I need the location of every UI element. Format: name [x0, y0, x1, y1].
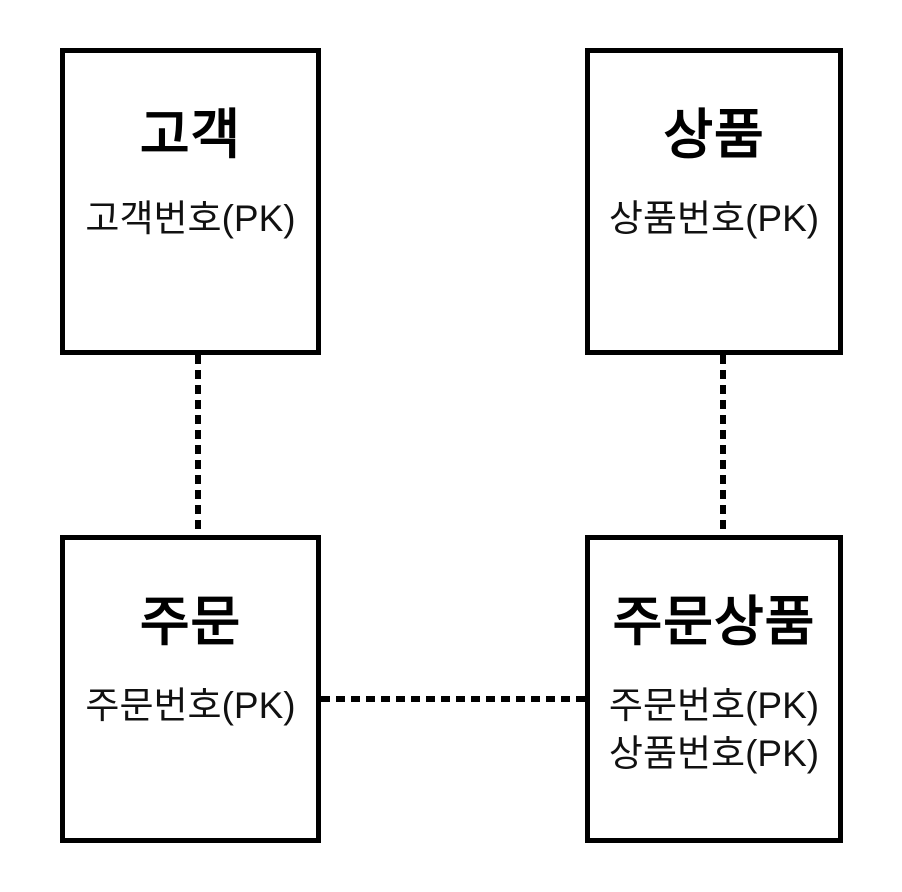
entity-product-title: 상품 — [663, 105, 765, 165]
entity-product: 상품 상품번호(PK) — [585, 48, 843, 355]
attribute-pk: 상품번호(PK) — [608, 198, 820, 239]
connector-customer-order-dashed-line — [195, 355, 201, 535]
entity-product-attributes: 상품번호(PK) — [609, 195, 819, 243]
entity-order-product-attributes: 주문번호(PK) 상품번호(PK) — [609, 682, 819, 778]
attribute-pk: 주문번호(PK) — [85, 685, 296, 726]
entity-customer-title: 고객 — [139, 105, 242, 165]
attribute-pk: 주문번호(PK) — [608, 685, 820, 726]
entity-customer-attributes: 고객번호(PK) — [85, 195, 295, 243]
connector-product-orderproduct-dashed-line — [720, 355, 726, 535]
attribute-pk: 고객번호(PK) — [85, 198, 296, 239]
entity-order-title: 주문 — [139, 592, 242, 652]
connector-order-orderproduct-dashed-line — [321, 696, 585, 702]
entity-order-product: 주문상품 주문번호(PK) 상품번호(PK) — [585, 535, 843, 843]
entity-order-product-title: 주문상품 — [612, 592, 816, 652]
entity-order: 주문 주문번호(PK) — [60, 535, 321, 843]
entity-customer: 고객 고객번호(PK) — [60, 48, 321, 355]
entity-order-attributes: 주문번호(PK) — [85, 682, 295, 730]
attribute-pk: 상품번호(PK) — [608, 733, 820, 774]
